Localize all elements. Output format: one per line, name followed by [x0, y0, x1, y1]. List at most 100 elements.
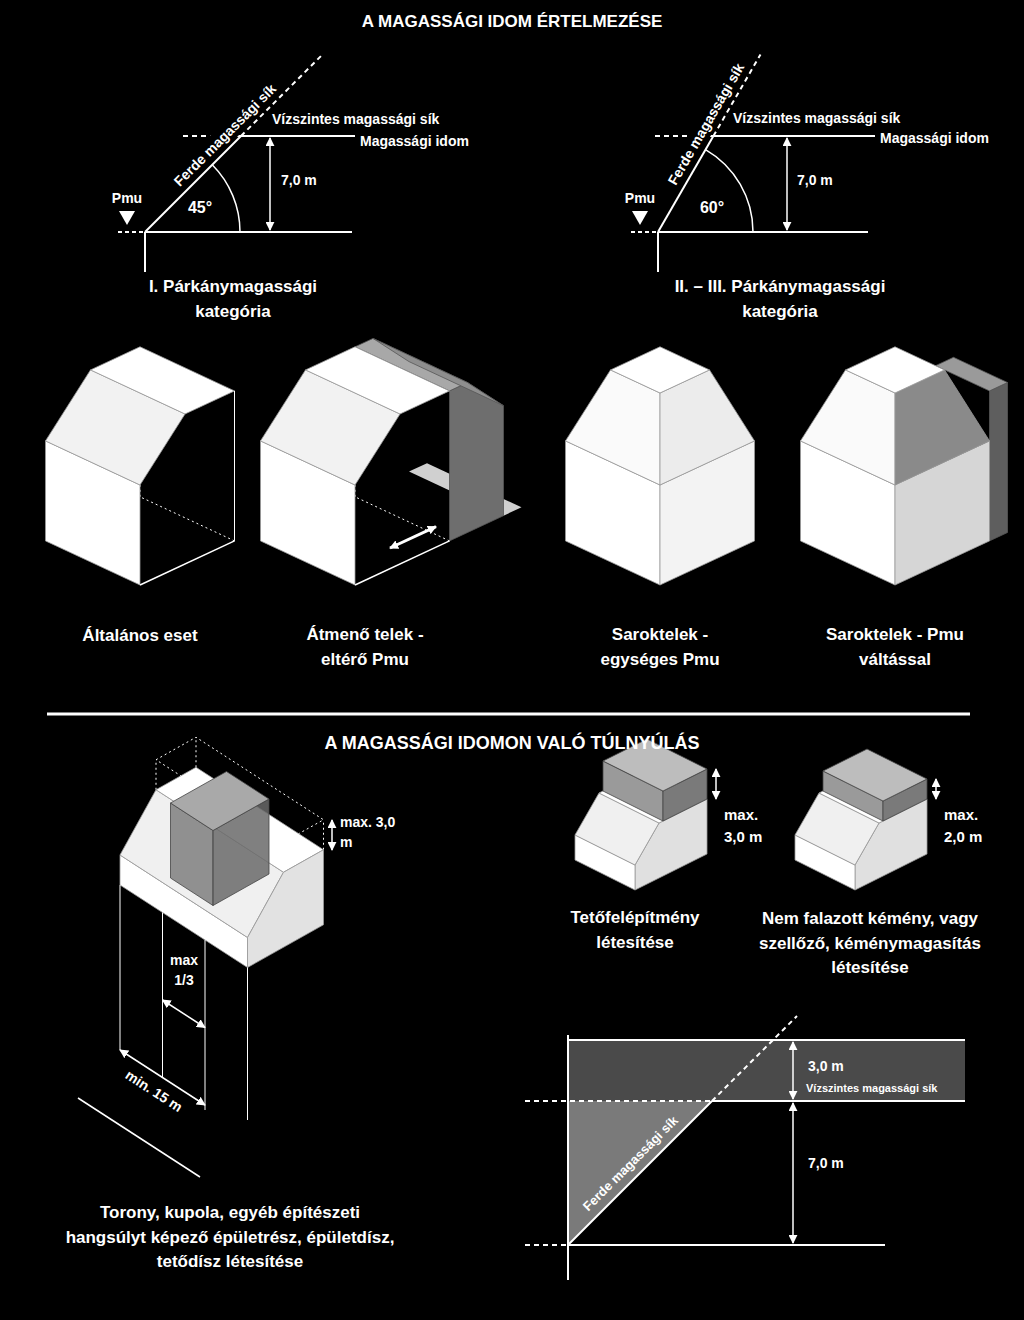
dimension-label: 7,0 m: [797, 170, 833, 190]
diagram-title: A MAGASSÁGI IDOM ÉRTELMEZÉSE: [362, 10, 663, 35]
dimension-lines: [78, 885, 248, 1177]
limit-edge: [156, 760, 157, 790]
angle-arc: [706, 150, 754, 232]
figure-caption: Átmenő telek - eltérő Pmu: [285, 623, 445, 672]
datum-dashed: [631, 231, 658, 233]
dimension-label: max. 2,0 m: [944, 804, 1000, 848]
dimension-arrow: [935, 779, 937, 799]
figure-caption: Tetőfelépítmény létesítése: [555, 906, 715, 955]
dimension-arrow: [331, 820, 333, 850]
tower-figure: [78, 737, 332, 1177]
figure-caption: Torony, kupola, egyéb építészeti hangsúl…: [65, 1201, 395, 1275]
envelope-figure: [566, 347, 755, 585]
ground-line: [658, 231, 868, 233]
dimension-arrow: [792, 1042, 794, 1099]
slope-line: [145, 136, 241, 232]
dimension-label: 7,0 m: [281, 170, 317, 190]
chimney-figure: [795, 749, 927, 890]
slope-face: [801, 370, 896, 485]
envelope-label: Magassági idom: [880, 128, 989, 148]
section-diagram: [631, 55, 875, 273]
datum-label: Pmu: [112, 188, 142, 208]
slope-line: [568, 1101, 712, 1245]
faces: [261, 347, 450, 585]
horizontal-plane: [241, 135, 355, 137]
tower-volume: [171, 772, 270, 906]
slope-zone: [568, 1101, 712, 1245]
figure-caption: Saroktelek - egységes Pmu: [580, 623, 740, 672]
ground-line: [145, 231, 352, 233]
plane-label: Vízszintes magassági sík: [806, 1081, 937, 1097]
grey-face: [990, 383, 1008, 541]
tolerance-band: [568, 1040, 965, 1101]
section-edge: [234, 391, 235, 541]
extension-line: [162, 913, 163, 1079]
datum-label: Pmu: [625, 188, 655, 208]
extension-line: [247, 968, 248, 1121]
plane-label: Vízszintes magassági sík: [272, 109, 439, 129]
slope-face: [895, 370, 990, 485]
angle-label: 45°: [188, 196, 212, 219]
rooftop-figure: [575, 739, 707, 890]
separator: [47, 713, 970, 716]
hidden-edge: [355, 497, 450, 541]
datum-dashed: [118, 231, 145, 233]
section-diagram: [525, 1016, 965, 1280]
top-face: [611, 347, 710, 393]
horizontal-plane: [713, 135, 875, 137]
figure-caption: Saroktelek - Pmu váltással: [815, 623, 975, 672]
angle-arc: [212, 165, 240, 232]
dimension-label: max 1/3: [167, 950, 201, 991]
figure-caption: Általános eset: [82, 624, 197, 649]
horizontal-plane: [712, 1100, 965, 1102]
section-edge: [140, 541, 235, 585]
datum-symbol: [632, 211, 648, 225]
envelope-figure: [801, 347, 1008, 585]
tower-face: [171, 772, 270, 831]
envelope-label: Magassági idom: [360, 131, 469, 151]
plane-label: Vízszintes magassági sík: [733, 108, 900, 128]
dimension-label: 3,0 m: [808, 1056, 844, 1076]
hidden-edge: [140, 497, 235, 541]
datum-symbol: [119, 211, 135, 225]
grey-face: [450, 383, 504, 541]
plane-dashed: [525, 1100, 712, 1102]
dimension-arrow: [715, 769, 717, 799]
dimension-label: max. 3,0 m: [724, 804, 780, 848]
dimension-label: max. 3,0 m: [340, 812, 406, 853]
facade-line: [657, 232, 659, 272]
double-arrow: [390, 527, 436, 548]
street-line: [78, 1098, 200, 1177]
section-edges: [140, 391, 235, 585]
dimension-arrow: [792, 1103, 794, 1243]
datum-dashed: [525, 1244, 568, 1246]
dimension-arrow: [269, 138, 271, 230]
top-face: [846, 347, 945, 393]
slope-extension: [712, 1016, 797, 1101]
upper-limit: [568, 1039, 965, 1041]
slope-plane-label: Ferde magassági sík: [167, 77, 283, 193]
structure-face: [823, 749, 927, 801]
top-face: [91, 347, 235, 414]
faces: [46, 347, 235, 585]
envelope-figure: [46, 347, 235, 585]
section-edge: [355, 541, 450, 585]
figure-caption: Nem falazott kémény, vagy szellőző, kémé…: [750, 907, 990, 981]
limit-edge: [323, 820, 324, 850]
faces: [120, 767, 324, 967]
section-lines: [525, 1016, 965, 1280]
slope-face: [660, 370, 755, 485]
angle-label: 60°: [700, 196, 724, 219]
ground-line: [568, 1244, 885, 1246]
dimension-label: min. 15 m: [121, 1065, 186, 1117]
dimension-arrow: [786, 138, 788, 230]
extension-line: [205, 940, 206, 1110]
slope-face: [566, 370, 661, 485]
dimension-label: 7,0 m: [808, 1153, 844, 1173]
envelope-figure: [261, 338, 522, 585]
limit-edge: [196, 737, 197, 767]
extension-line: [120, 885, 121, 1050]
category-caption: I. Párkánymagassági kategória: [133, 275, 333, 324]
top-face: [306, 347, 450, 414]
